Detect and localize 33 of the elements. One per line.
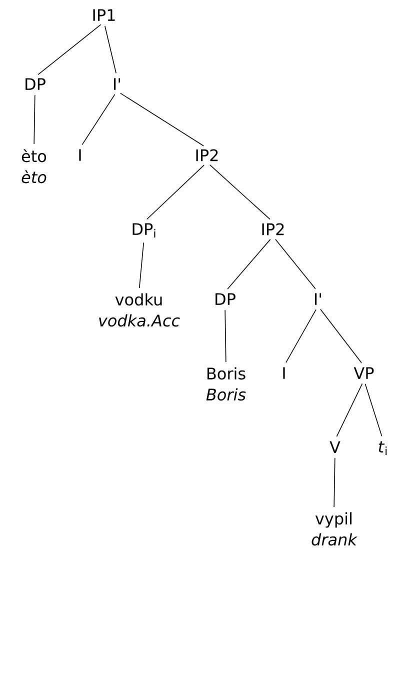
branch-line <box>210 164 270 220</box>
tree-label: èto èto <box>22 149 46 184</box>
branch-line <box>34 94 36 144</box>
branch-line <box>224 310 226 362</box>
tree-label: DP <box>216 293 236 305</box>
tree-label: Boris Boris <box>206 367 246 401</box>
tree-label: I' <box>315 293 322 305</box>
tree-label: I <box>79 149 81 161</box>
tree-label: IP2 <box>262 223 284 236</box>
branch-line <box>286 309 316 363</box>
branch-line <box>82 94 116 146</box>
branch-line <box>320 308 362 364</box>
branch-line <box>138 242 144 288</box>
tree-label: IP1 <box>93 9 115 21</box>
branch-line <box>336 383 363 437</box>
tree-label: vodku vodka.Acc <box>99 293 180 327</box>
tree-label: I' <box>114 78 120 90</box>
branch-line <box>146 164 204 220</box>
branch-line <box>334 458 336 508</box>
tree-label: IP2 <box>196 149 218 162</box>
tree-label: DP$_{i}$ <box>132 223 156 238</box>
tree-label: V <box>330 441 340 453</box>
branch-line <box>364 383 382 437</box>
tree-label: t$_{i}$ <box>378 441 387 456</box>
branch-line <box>104 26 116 74</box>
tree-label: I <box>283 367 285 379</box>
tree-label: DP <box>26 78 46 90</box>
branch-line <box>38 24 102 75</box>
branch-line <box>275 239 316 290</box>
branch-line <box>120 92 204 146</box>
tree-label: vypil drank <box>312 512 358 546</box>
branch-line <box>227 238 271 290</box>
tree-label: VP <box>354 367 374 379</box>
